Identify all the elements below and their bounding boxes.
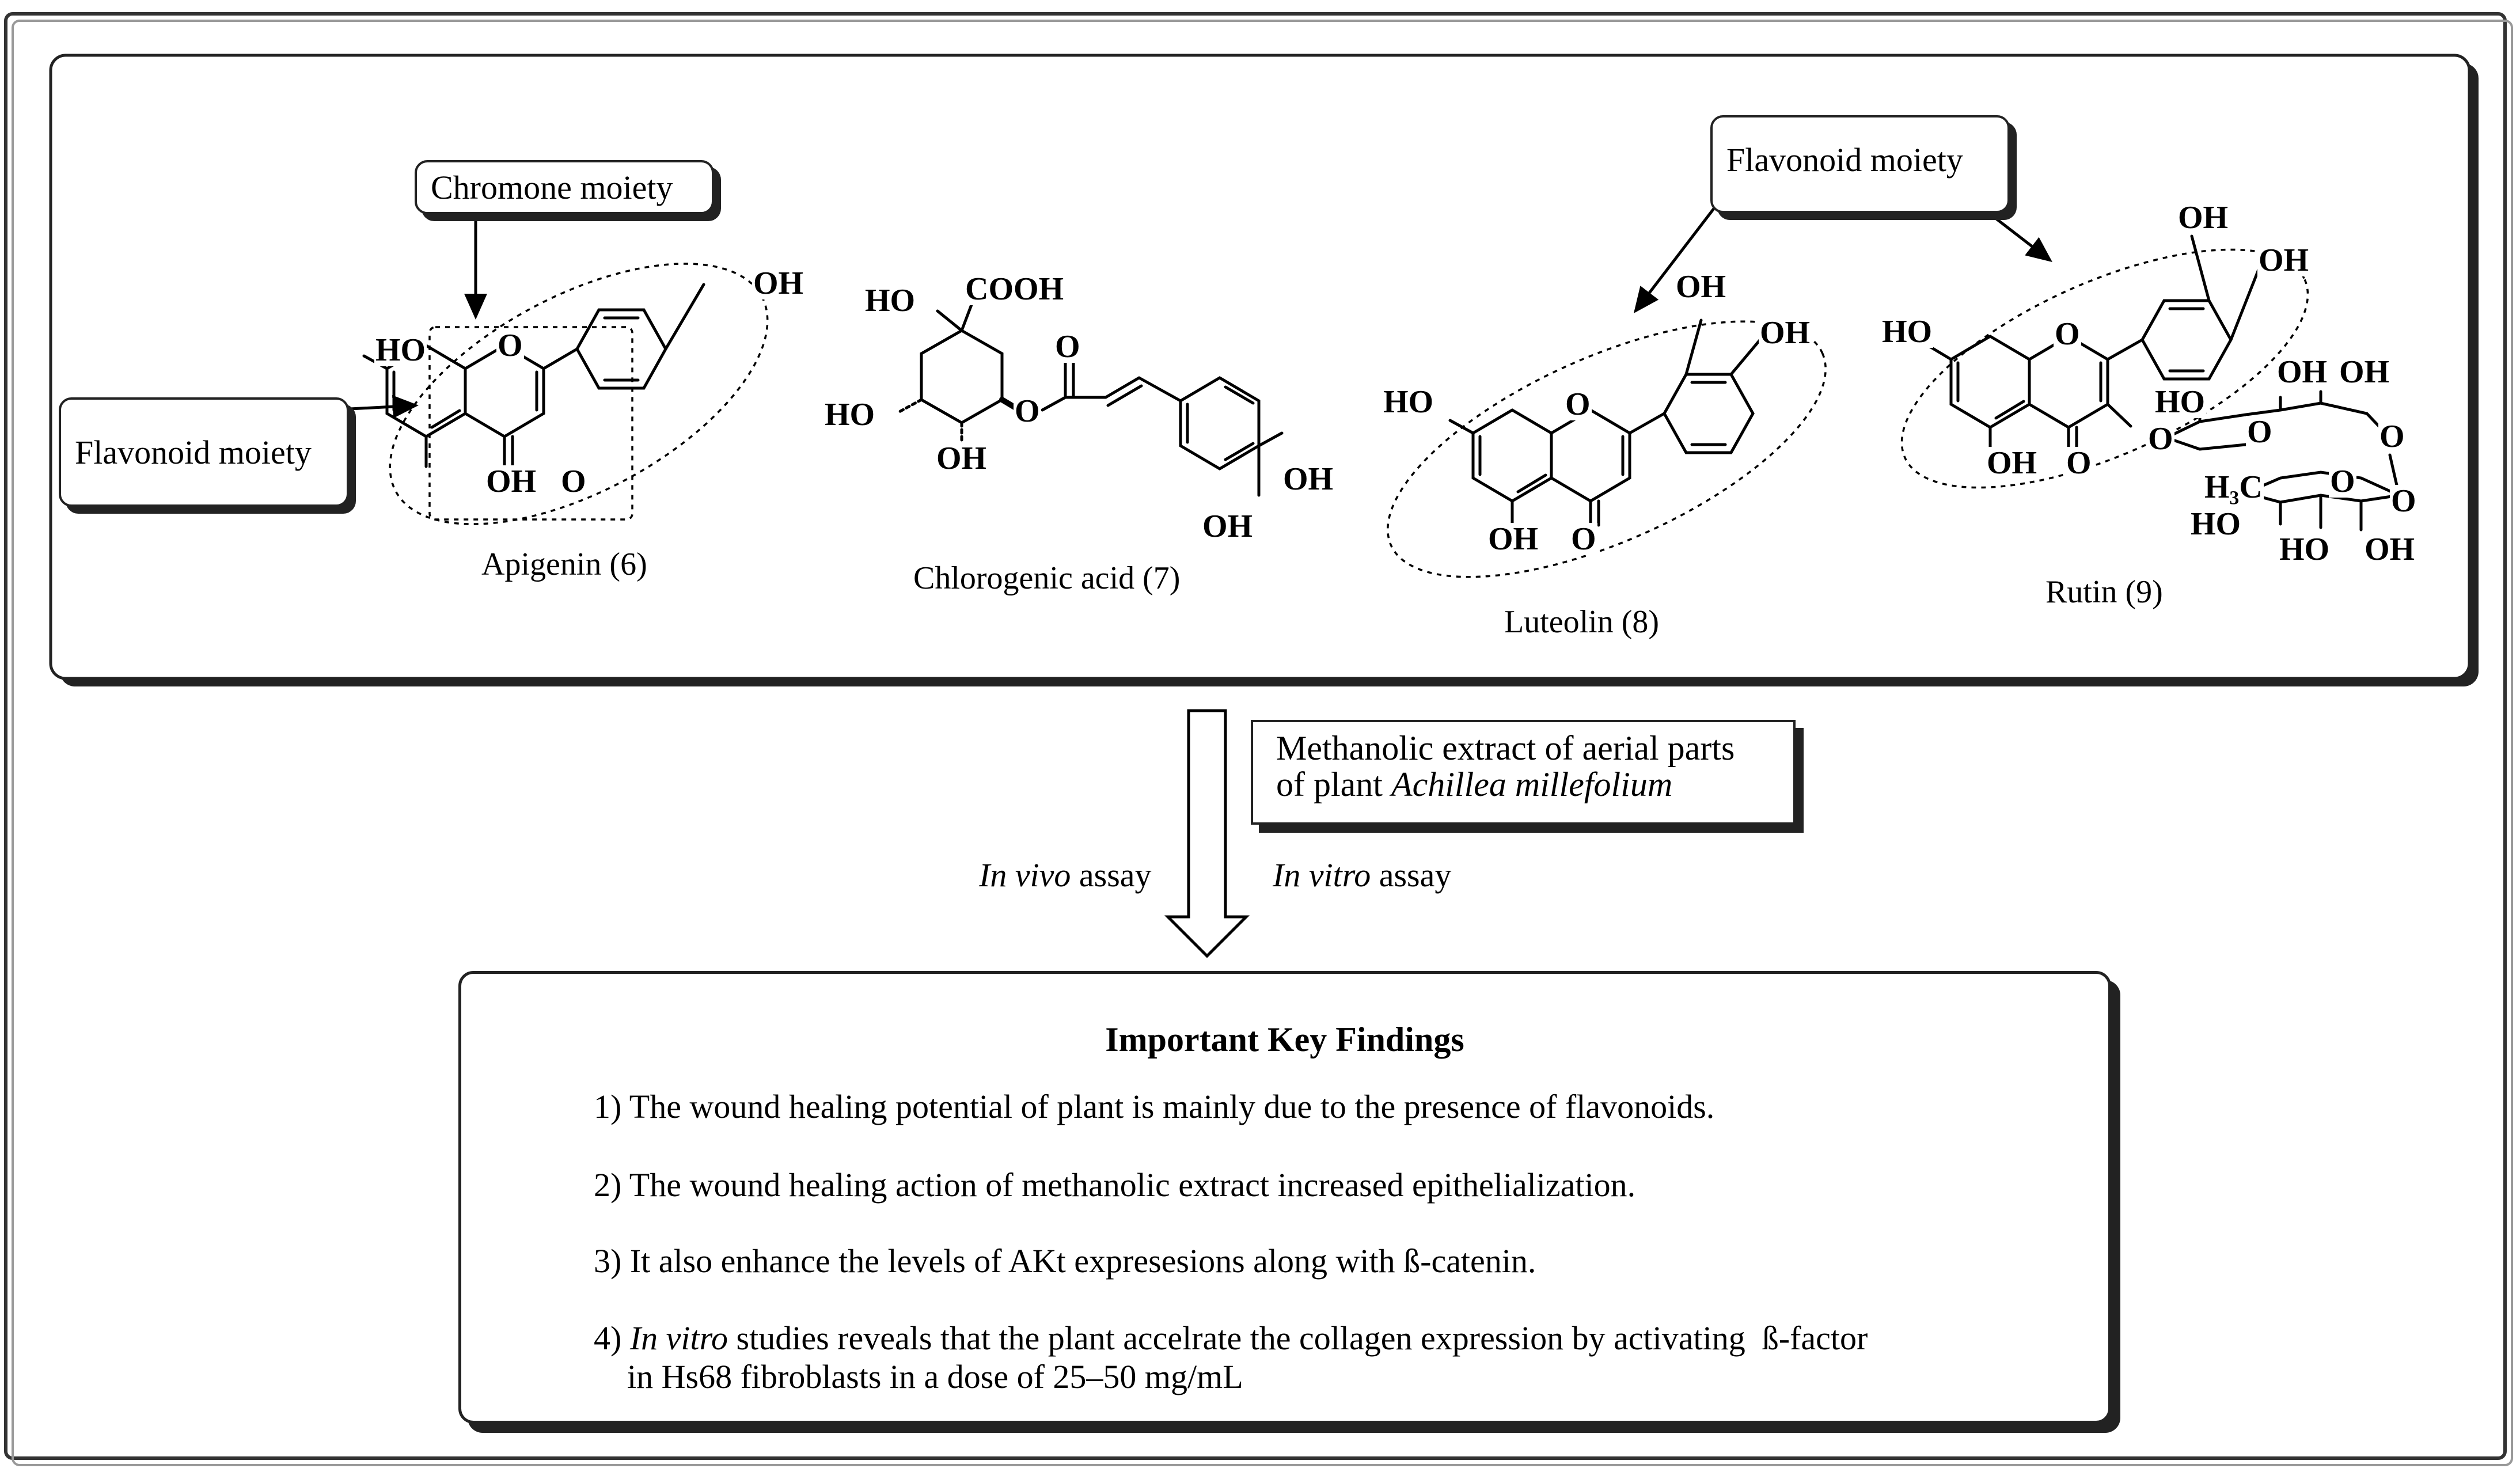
chlorogenic-cooh: COOH (964, 271, 1065, 307)
chlorogenic-ho-3: HO (823, 397, 876, 433)
in-vitro-rest: assay (1371, 856, 1452, 894)
bond-lines (362, 234, 2401, 532)
apigenin-o1: O (496, 328, 524, 363)
apigenin-ho-7: HO (374, 332, 427, 368)
finding-4-prefix: 4) (594, 1319, 630, 1357)
rutin-structure (1926, 234, 2401, 532)
rutin-glucose-o-link: O (2246, 414, 2274, 450)
rutin-glycosidic-o: O (2147, 421, 2174, 457)
rutin-rhamnose-ho-a: HO (2189, 506, 2242, 542)
chlorogenic-oh-4: OH (935, 441, 988, 476)
rutin-glucose-ring-o: O (2378, 419, 2406, 454)
rutin-oh-5: OH (1986, 445, 2039, 481)
finding-3: 3) It also enhance the levels of AKt exp… (594, 1242, 1536, 1280)
flow-arrow (1164, 709, 1250, 958)
finding-4-line-2: in Hs68 fibroblasts in a dose of 25–50 m… (627, 1357, 1243, 1395)
in-vitro-italic: In vitro (1273, 856, 1371, 894)
in-vitro-assay-label: In vitro assay (1273, 856, 1451, 894)
finding-2: 2) The wound healing action of methanoli… (594, 1166, 1636, 1204)
extract-line-1: Methanolic extract of aerial parts (1276, 729, 1735, 767)
finding-4-italic: In vitro (629, 1319, 728, 1357)
luteolin-flavonoid-outline (1387, 320, 1827, 578)
compound-label-apigenin: Apigenin (6) (481, 547, 647, 582)
rutin-glucose-oh-a: OH (2276, 354, 2329, 390)
extract-line-2-prefix: of plant (1276, 765, 1391, 803)
luteolin-oh-4p: OH (1759, 315, 1812, 351)
callout-flavonoid-moiety-right: Flavonoid moiety (1710, 115, 2010, 213)
rutin-glucose-oh-b: OH (2338, 354, 2391, 390)
key-findings-title: Important Key Findings (1105, 1020, 1464, 1059)
rutin-rhamnose-ring-o: O (2329, 464, 2356, 499)
luteolin-oh-3p: OH (1675, 269, 1728, 305)
rutin-rhamnose-o-link: O (2390, 483, 2417, 519)
compound-label-luteolin: Luteolin (8) (1504, 604, 1660, 640)
rutin-glucose-ho: HO (2154, 384, 2207, 420)
rutin-oh-3p: OH (2177, 200, 2230, 236)
apigenin-oh-4p: OH (752, 265, 805, 301)
rutin-oh-4p: OH (2257, 242, 2310, 278)
chlorogenic-oh-b: OH (1201, 509, 1254, 544)
extract-line-2: of plant Achillea millefolium (1276, 767, 1770, 803)
outer-frame-shadow (12, 20, 2513, 1466)
extract-species: Achillea millefolium (1391, 765, 1673, 803)
callout-flavonoid-moiety-left: Flavonoid moiety (59, 397, 349, 507)
rutin-o1: O (2054, 316, 2081, 352)
apigenin-structure (362, 283, 705, 471)
finding-4: 4) In vitro studies reveals that the pla… (594, 1319, 2068, 1396)
callout-chromone-moiety: Chromone moiety (415, 160, 714, 214)
rutin-rhamnose-oh: OH (2363, 532, 2416, 567)
luteolin-ho-7: HO (1382, 384, 1435, 420)
chlorogenic-carbonyl-o: O (1054, 329, 1081, 365)
luteolin-oh-5: OH (1487, 521, 1540, 557)
extract-box: Methanolic extract of aerial parts of pl… (1251, 720, 1796, 825)
rutin-o-4: O (2065, 445, 2093, 481)
in-vivo-italic: In vivo (979, 856, 1071, 894)
in-vivo-assay-label: In vivo assay (979, 856, 1152, 894)
chlorogenic-oh-a: OH (1282, 461, 1335, 497)
chlorogenic-ho: HO (864, 283, 917, 318)
chlorogenic-structure (897, 295, 1284, 497)
finding-4-rest: studies reveals that the plant accelrate… (728, 1319, 1868, 1357)
rutin-ho-7: HO (1881, 314, 1934, 350)
outer-frame (4, 12, 2507, 1460)
rutin-rhamnose-h3c: H₃C (2203, 469, 2264, 505)
luteolin-o1: O (1564, 386, 1592, 422)
apigenin-oh-5: OH (485, 464, 538, 499)
key-findings-box: Important Key Findings 1) The wound heal… (458, 971, 2111, 1424)
luteolin-o-4: O (1570, 521, 1597, 557)
chlorogenic-ester-o: O (1014, 393, 1041, 429)
in-vivo-rest: assay (1071, 856, 1152, 894)
compound-label-chlorogenic: Chlorogenic acid (7) (913, 560, 1181, 596)
compound-label-rutin: Rutin (9) (2045, 574, 2163, 610)
rutin-rhamnose-ho-b: HO (2278, 532, 2331, 567)
apigenin-o-4: O (560, 464, 587, 499)
finding-1: 1) The wound healing potential of plant … (594, 1088, 1715, 1125)
